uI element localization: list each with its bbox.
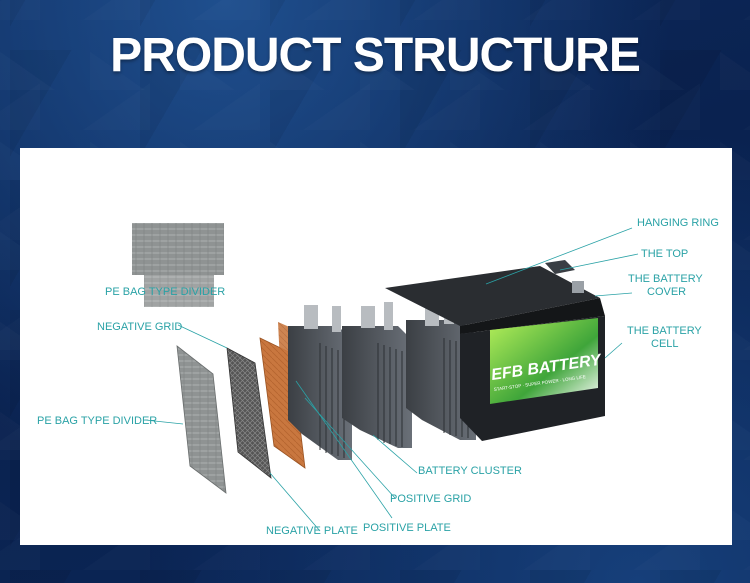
exploded-diagram: EFB BATTERY START-STOP · SUPER POWER · L… (37, 217, 719, 537)
battery-cluster-2 (342, 302, 412, 448)
label-the-battery-cover-line1: THE BATTERY (628, 273, 703, 285)
label-battery-cluster: BATTERY CLUSTER (418, 465, 522, 477)
page-title: PRODUCT STRUCTURE (110, 29, 641, 82)
label-pe-bag-type-divider-top: PE BAG TYPE DIVIDER (105, 286, 225, 298)
label-positive-grid: POSITIVE GRID (390, 493, 471, 505)
efb-label-panel (490, 318, 598, 404)
pe-bag-divider-sheet (176, 345, 227, 494)
label-hanging-ring: HANGING RING (637, 217, 719, 229)
label-positive-plate: POSITIVE PLATE (363, 522, 451, 534)
negative-grid-sheet (226, 347, 272, 479)
diagram-panel: EFB BATTERY START-STOP · SUPER POWER · L… (20, 148, 732, 545)
label-the-battery-cell-line2: CELL (651, 338, 679, 350)
label-the-battery-cell-line1: THE BATTERY (627, 325, 702, 337)
label-the-top: THE TOP (641, 248, 688, 260)
label-pe-bag-type-divider-left: PE BAG TYPE DIVIDER (37, 415, 157, 427)
label-the-battery-cover-line2: COVER (647, 286, 686, 298)
battery-case: EFB BATTERY START-STOP · SUPER POWER · L… (385, 260, 605, 441)
label-negative-grid: NEGATIVE GRID (97, 321, 182, 333)
battery-cluster-1 (288, 305, 352, 460)
pe-bag-divider-swatch (132, 223, 224, 307)
leader-lines (144, 227, 639, 532)
label-negative-plate: NEGATIVE PLATE (266, 525, 358, 537)
